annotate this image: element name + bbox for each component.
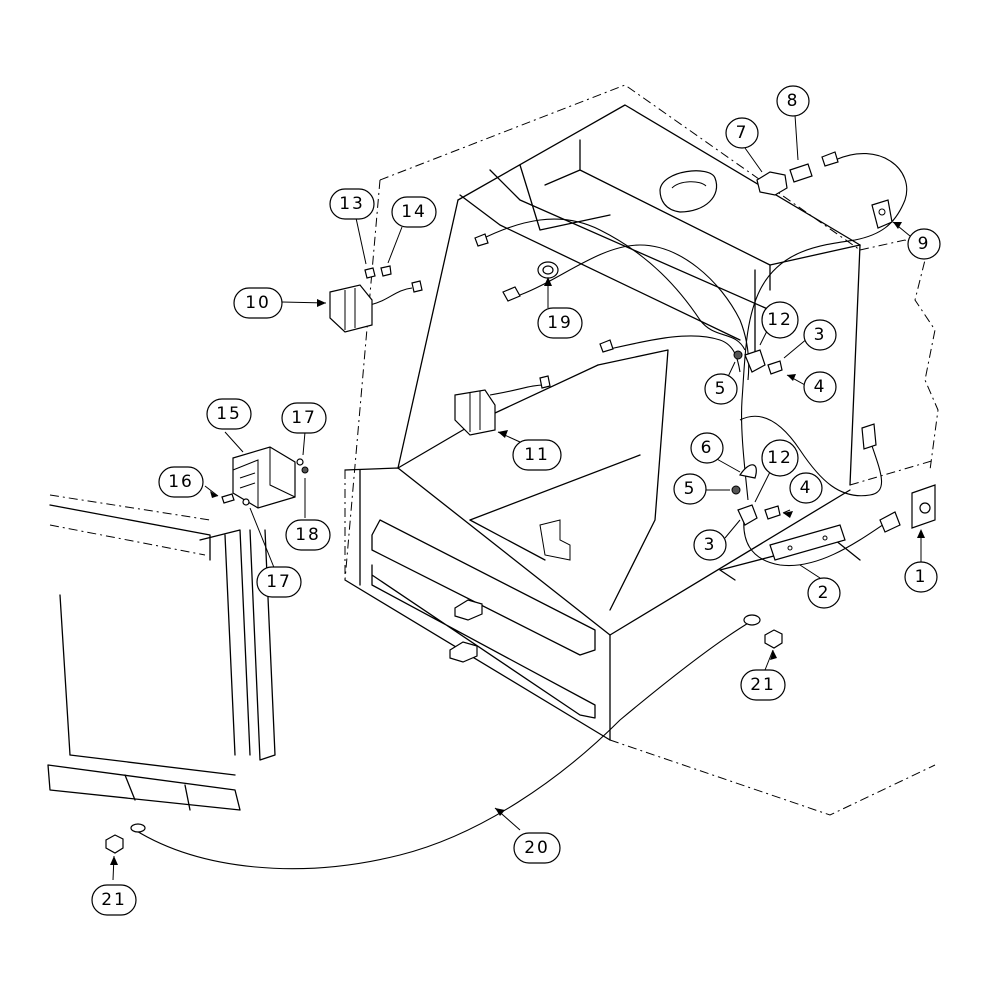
callout-label: 11 xyxy=(524,445,550,465)
callout-label: 14 xyxy=(401,202,427,222)
callout-label: 16 xyxy=(168,472,194,492)
callout-label: 4 xyxy=(800,478,813,498)
callout-10: 10 xyxy=(233,287,283,319)
callout-label: 12 xyxy=(767,448,793,468)
callout-21: 21 xyxy=(91,884,137,916)
machine-frame xyxy=(344,84,939,816)
callout-label: 5 xyxy=(715,379,728,399)
leader-arrows xyxy=(110,222,925,865)
callout-8: 8 xyxy=(776,85,810,117)
callout-label: 8 xyxy=(787,91,800,111)
callout-label: 15 xyxy=(216,404,242,424)
callout-4: 4 xyxy=(803,371,837,403)
callout-20: 20 xyxy=(513,832,561,864)
callout-label: 6 xyxy=(701,438,714,458)
callout-3: 3 xyxy=(803,319,837,351)
callout-label: 7 xyxy=(736,123,749,143)
callout-3: 3 xyxy=(693,529,727,561)
callout-label: 18 xyxy=(295,525,321,545)
callout-9: 9 xyxy=(907,228,941,260)
callout-5: 5 xyxy=(704,373,738,405)
callout-label: 12 xyxy=(767,310,793,330)
side-panel xyxy=(47,494,276,811)
callout-11: 11 xyxy=(512,439,562,471)
callout-label: 3 xyxy=(814,325,827,345)
callout-label: 21 xyxy=(101,890,127,910)
callout-6: 6 xyxy=(690,432,724,464)
callout-label: 3 xyxy=(704,535,717,555)
callout-1: 1 xyxy=(904,561,938,593)
callout-label: 17 xyxy=(291,408,317,428)
callout-label: 10 xyxy=(245,293,271,313)
callout-13: 13 xyxy=(329,188,375,220)
callout-label: 13 xyxy=(339,194,365,214)
callout-label: 1 xyxy=(915,567,928,587)
callout-label: 21 xyxy=(750,675,776,695)
callout-12: 12 xyxy=(761,439,799,477)
callout-14: 14 xyxy=(391,196,437,228)
callout-16: 16 xyxy=(158,466,204,498)
callout-label: 9 xyxy=(918,234,931,254)
callout-5: 5 xyxy=(673,473,707,505)
callout-19: 19 xyxy=(537,307,583,339)
callout-label: 2 xyxy=(818,583,831,603)
callout-12: 12 xyxy=(761,301,799,339)
callout-2: 2 xyxy=(807,577,841,609)
callout-15: 15 xyxy=(206,398,252,430)
callout-label: 20 xyxy=(524,838,550,858)
callout-label: 5 xyxy=(684,479,697,499)
callout-17: 17 xyxy=(281,402,327,434)
callout-label: 19 xyxy=(547,313,573,333)
callout-17: 17 xyxy=(256,566,302,598)
callout-21: 21 xyxy=(740,669,786,701)
callout-7: 7 xyxy=(725,117,759,149)
parts xyxy=(105,151,936,854)
callout-label: 4 xyxy=(814,377,827,397)
callout-18: 18 xyxy=(285,519,331,551)
callout-4: 4 xyxy=(789,472,823,504)
callout-label: 17 xyxy=(266,572,292,592)
